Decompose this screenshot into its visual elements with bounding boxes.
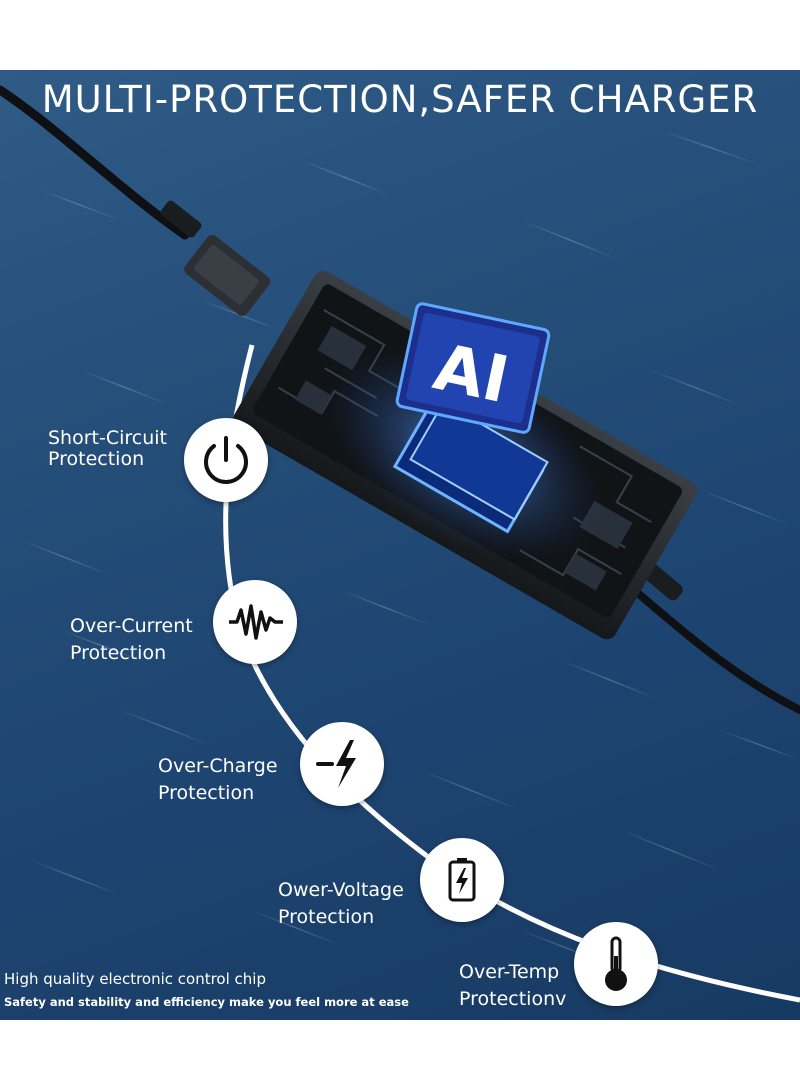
footer-line-2: Safety and stability and efficiency make…	[4, 995, 409, 1009]
feature-title: Ower-Voltage	[278, 879, 404, 901]
over-charge-label: Over-Charge Protection	[158, 756, 278, 804]
banner-artwork: AI	[0, 85, 800, 1003]
thermometer-icon	[605, 936, 627, 991]
power-icon	[204, 436, 248, 484]
input-strain-relief	[160, 200, 202, 238]
headline: MULTI-PROTECTION,SAFER CHARGER	[41, 78, 759, 121]
rain-streaks	[19, 129, 800, 966]
over-voltage-badge	[420, 838, 504, 922]
input-plug	[184, 234, 271, 316]
feature-subtitle: Protection	[158, 782, 255, 804]
footer-line-1: High quality electronic control chip	[4, 970, 266, 988]
feature-subtitle: Protection	[48, 448, 145, 470]
over-voltage-label: Ower-Voltage Protection	[278, 880, 404, 928]
lightning-icon	[316, 740, 356, 788]
over-current-badge	[213, 580, 297, 664]
over-charge-badge	[300, 722, 384, 806]
feature-title: Short-Circuit	[48, 427, 168, 449]
short-circuit-label: Short-Circuit Protection	[48, 428, 167, 470]
product-banner: AI MULTI-PROTECTION,SAFER CHARGER Short-…	[0, 70, 800, 1020]
feature-title: Over-Current	[70, 615, 193, 637]
feature-subtitle: Protectionv	[459, 988, 567, 1010]
current-wave-icon	[229, 604, 283, 640]
feature-subtitle: Protection	[278, 906, 375, 928]
over-current-label: Over-Current Protection	[70, 616, 193, 664]
chip-label: AI	[428, 331, 515, 419]
over-temp-label: Over-Temp Protectionv	[459, 962, 566, 1010]
over-temp-badge	[574, 922, 658, 1006]
feature-subtitle: Protection	[70, 642, 167, 664]
feature-title: Over-Temp	[459, 961, 560, 983]
input-cable	[0, 85, 190, 240]
ai-chip: AI	[395, 302, 551, 434]
feature-title: Over-Charge	[158, 755, 278, 777]
battery-bolt-icon	[448, 858, 476, 902]
short-circuit-badge	[184, 418, 268, 502]
